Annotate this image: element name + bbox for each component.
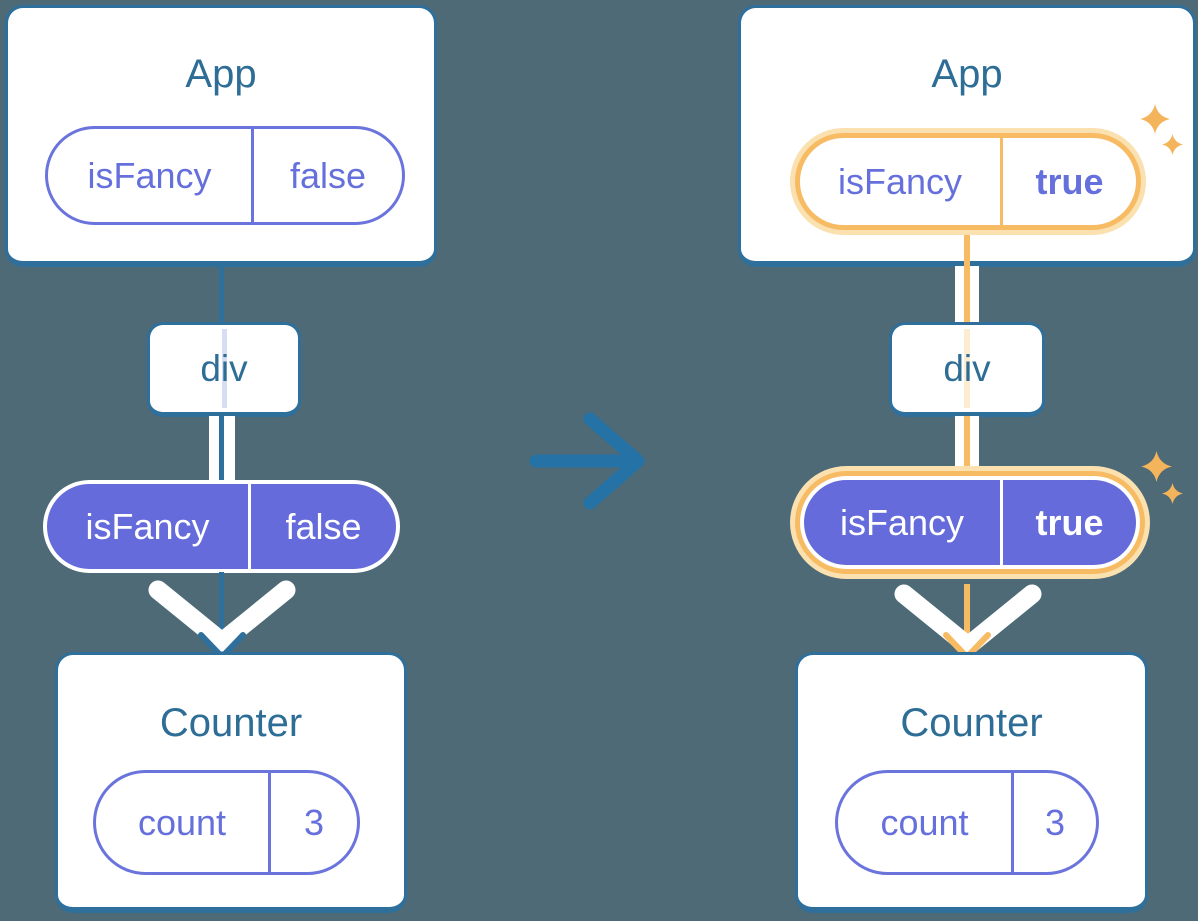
- sparkle-icon: [1141, 451, 1172, 482]
- pill-value: true: [1000, 138, 1136, 225]
- tree-connector-line: [219, 267, 224, 325]
- pill-value: false: [251, 129, 402, 222]
- prop-line: [964, 233, 970, 267]
- pill-key: isFancy: [837, 160, 963, 202]
- prop-line: [219, 416, 224, 482]
- sparkle-icon: [1162, 134, 1183, 155]
- down-chevron-icon: [894, 584, 1042, 656]
- count-pill: count 3: [835, 770, 1099, 875]
- state-pill: isFancy false: [45, 126, 405, 225]
- div-label: div: [200, 347, 248, 389]
- app-title: App: [185, 52, 257, 96]
- prop-line: [964, 416, 970, 466]
- div-label: div: [943, 347, 991, 389]
- app-card: App isFancy false: [5, 5, 437, 267]
- counter-title: Counter: [900, 701, 1043, 745]
- counter-card: Counter count 3: [55, 652, 407, 913]
- passthrough-line: [222, 329, 227, 408]
- pill-value: false: [248, 484, 396, 569]
- div-card: div: [147, 322, 301, 417]
- pill-value: true: [1000, 480, 1136, 565]
- prop-line: [964, 584, 970, 650]
- down-chevron-icon: [148, 580, 296, 652]
- pill-key: isFancy: [87, 154, 212, 196]
- sparkle-icon: [1140, 104, 1170, 134]
- pill-key: count: [880, 801, 969, 843]
- prop-pill-highlighted: isFancy true: [800, 476, 1140, 569]
- app-title: App: [931, 52, 1003, 96]
- prop-pill: isFancy false: [43, 480, 400, 573]
- passthrough-line: [964, 329, 970, 408]
- right-arrow-icon: [529, 412, 645, 510]
- prop-line: [219, 572, 224, 652]
- counter-card: Counter count 3: [795, 652, 1148, 913]
- pill-value: 3: [1011, 773, 1096, 872]
- prop-line: [964, 266, 970, 324]
- div-card: div: [889, 322, 1045, 417]
- count-pill: count 3: [93, 770, 360, 875]
- pill-key: count: [137, 801, 227, 843]
- counter-title: Counter: [159, 701, 303, 745]
- state-pill-highlighted: isFancy true: [795, 133, 1141, 230]
- pill-key: isFancy: [85, 505, 210, 547]
- pill-value: 3: [268, 773, 357, 872]
- app-card: App isFancy true: [738, 5, 1196, 267]
- pill-key: isFancy: [839, 501, 965, 543]
- sparkle-icon: [1162, 483, 1183, 504]
